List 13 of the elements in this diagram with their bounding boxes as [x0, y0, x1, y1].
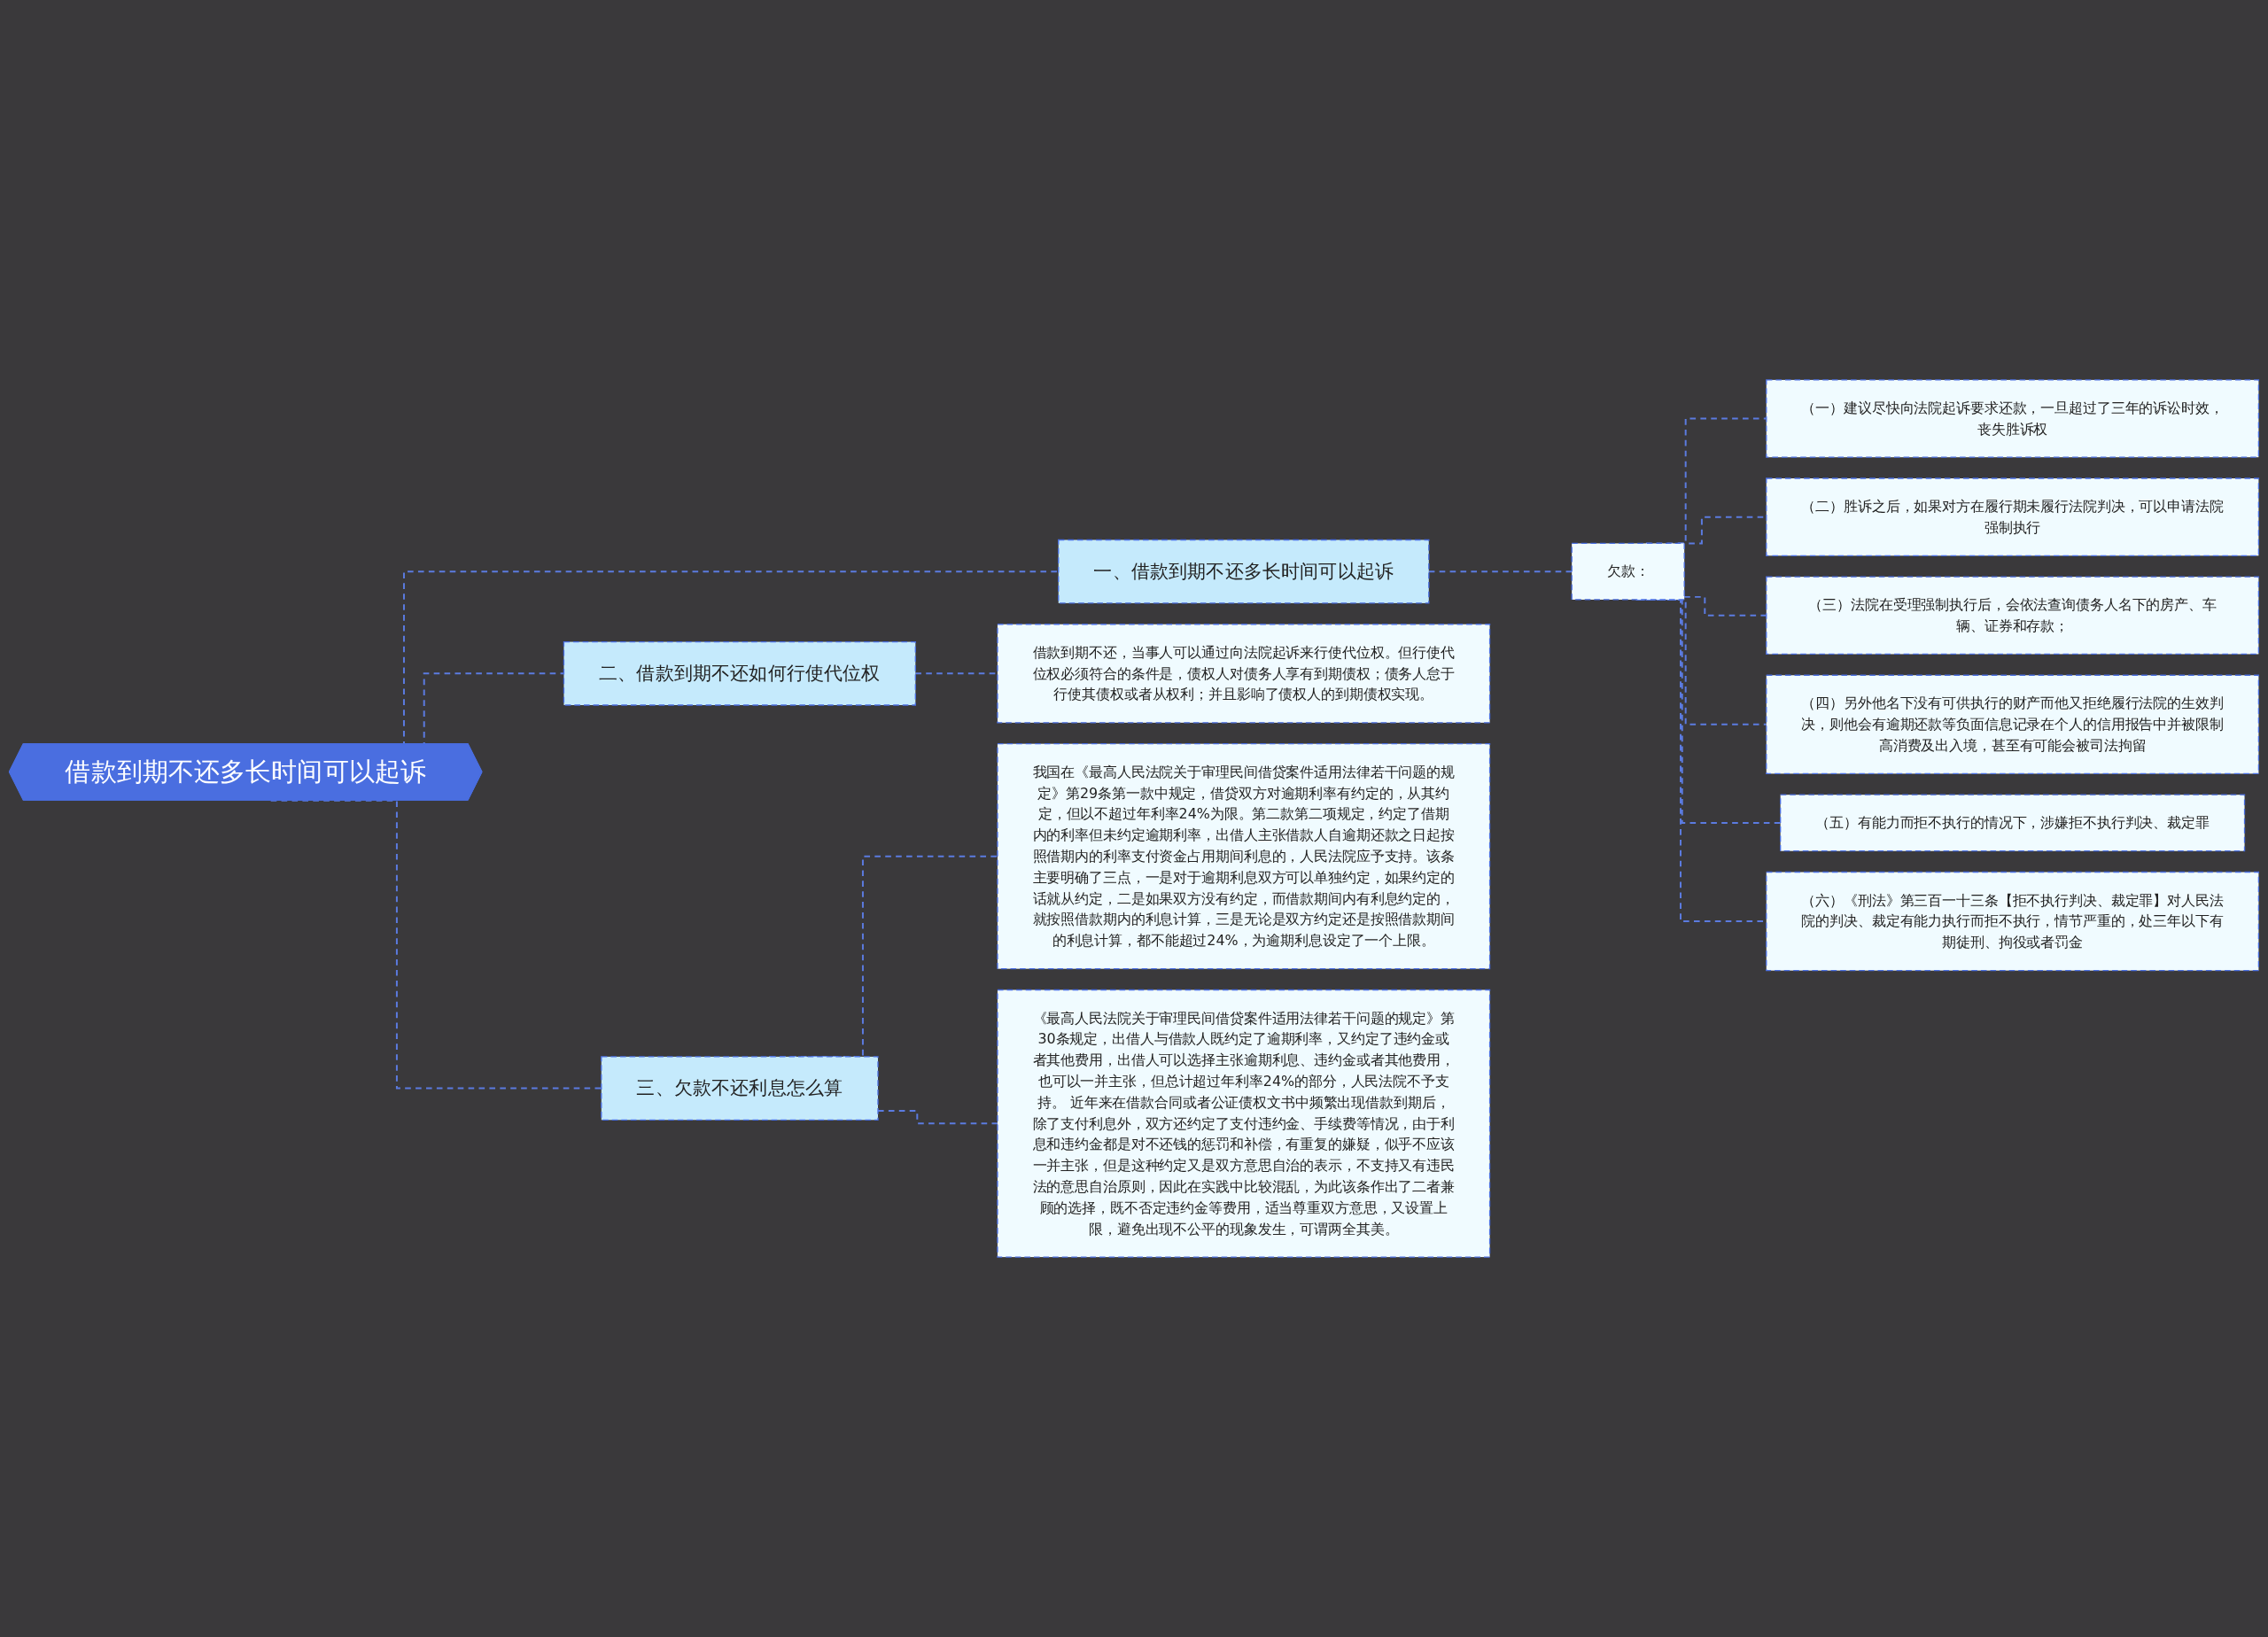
- node-box: 借款到期不还，当事人可以通过向法院起诉来行使代位权。但行使代位权必须符合的条件是，债权人对债务人享有到期债权；债务人怠于行使其债权或者从权利；并且影响了债权人的到期债权实现。: [997, 624, 1491, 724]
- node-box: （四）另外他名下没有可供执行的财产而他又拒绝履行法院的生效判决，则他会有逾期还款等负面信息记录在个人的信用报告中并被限制高消费及出入境，甚至有可能会被司法拘留: [1766, 674, 2260, 775]
- node-box: （六）《刑法》第三百一十三条【拒不执行判决、裁定罪】对人民法院的判决、裁定有能力执行而拒不执行，情节严重的，处三年以下有期徒刑、拘役或者罚金: [1766, 871, 2260, 972]
- node-box: 我国在《最高人民法院关于审理民间借贷案件适用法律若干问题的规定》第29条第一款中规定，借贷双方对逾期利率有约定的，从其约定，但以不超过年利率24%为限。第二款第二项规定，约定了借期内的利率但未约定逾期利率，出借人主张借款人自逾期还款之日起按照借期内的利率支付资金占用期间利息的，人民法院应予支持。该条主要明确了三点，一是对于逾期利息双方可以单独约定，如果约定的话就从约定，二是如果双方没有约定，而借款期间内有利息约定的，就按照借款期内的利息计算，三是无论是双方约定还是按照借款期间的利息计算，都不能超过24%，为逾期利息设定了一个上限。: [997, 743, 1491, 970]
- node-box: （三）法院在受理强制执行后，会依法查询债务人名下的房产、车辆、证券和存款；: [1766, 576, 2260, 656]
- node-box: 欠款：: [1571, 542, 1685, 601]
- node-box: 《最高人民法院关于审理民间借贷案件适用法律若干问题的规定》第30条规定，出借人与借款人既约定了逾期利率，又约定了违约金或者其他费用，出借人可以选择主张逾期利息、违约金或者其他费用，也可以一并主张，但总计超过年利率24%的部分，人民法院不予支持。 近年来在借款合同或者公证债权文书中频繁出现借款到期后，除了支付利息外，双方还约定了支付违约金、手续费等情况，由于利息和违约金都是对不还钱的惩罚和补偿，有重复的嫌疑，似乎不应该一并主张，但是这种约定又是双方意思自治的表示，不支持又有违民法的意思自治原则，因此在实践中比较混乱，为此该条作出了二者兼顾的选择，既不否定违约金等费用，适当尊重双方意思，又设置上限，避免出现不公平的现象发生，可谓两全其美。: [997, 989, 1491, 1258]
- node-box: （五）有能力而拒不执行的情况下，涉嫌拒不执行判决、裁定罪: [1780, 794, 2246, 852]
- node-box: （二）胜诉之后，如果对方在履行期未履行法院判决，可以申请法院强制执行: [1766, 477, 2260, 556]
- node-box: 二、借款到期不还如何行使代位权: [563, 640, 916, 706]
- node-box: 三、欠款不还利息怎么算: [601, 1056, 879, 1121]
- node-box: （一）建议尽快向法院起诉要求还款，一旦超过了三年的诉讼时效，丧失胜诉权: [1766, 379, 2260, 458]
- node-box: 一、借款到期不还多长时间可以起诉: [1058, 539, 1430, 604]
